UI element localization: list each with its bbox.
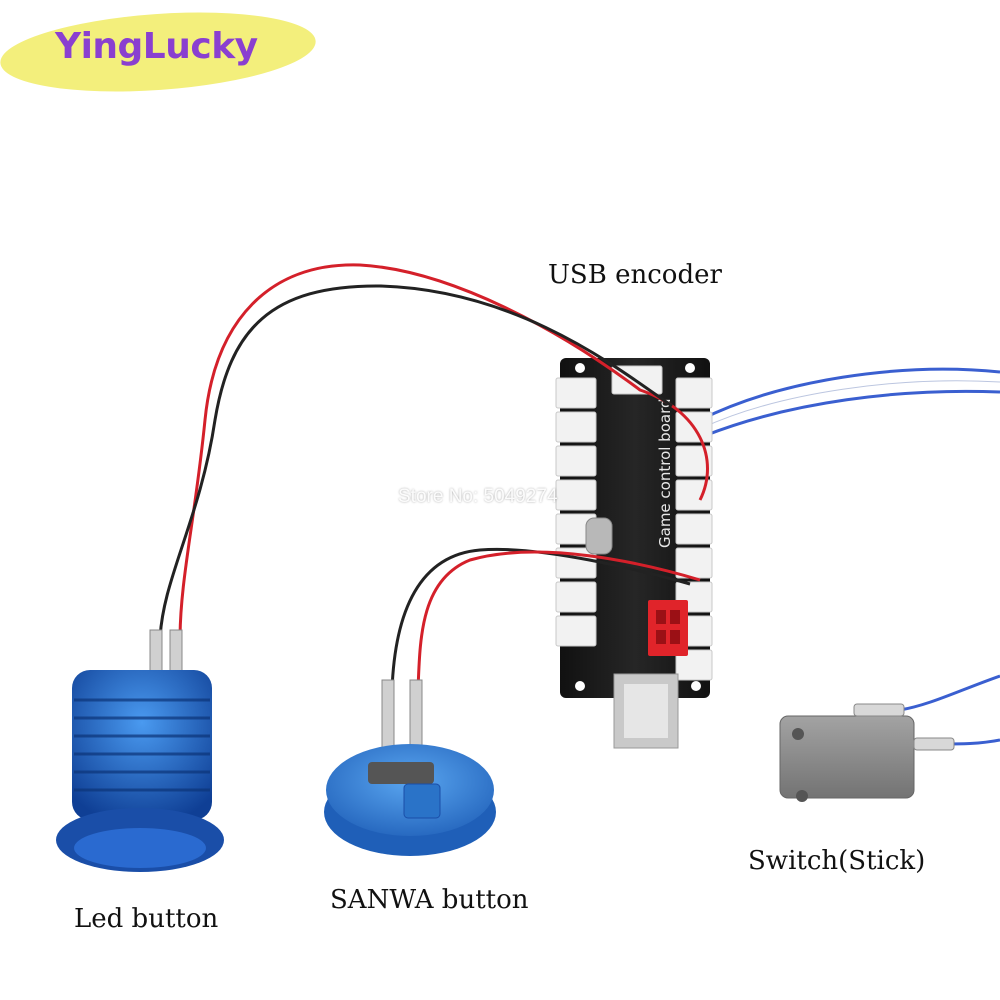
brand-logo: YingLucky [0, 0, 330, 100]
microswitch [779, 703, 955, 802]
switch-wires [899, 674, 1000, 746]
sanwa-button-label: SANWA button [330, 885, 529, 915]
store-watermark: Store No: 5049274 [398, 486, 558, 507]
board-silkscreen: Game control board [656, 398, 674, 548]
usb-cable-wires [699, 367, 1000, 438]
led-button [56, 629, 224, 872]
sanwa-wires [390, 547, 701, 691]
sanwa-button [324, 679, 496, 856]
usb-encoder-board [555, 358, 713, 749]
logo-ellipse [0, 12, 316, 92]
led-wires [158, 263, 709, 641]
usb-encoder-label: USB encoder [548, 260, 722, 290]
led-button-label: Led button [74, 904, 219, 934]
logo-text: YingLucky [55, 26, 258, 67]
switch-label: Switch(Stick) [748, 846, 926, 876]
